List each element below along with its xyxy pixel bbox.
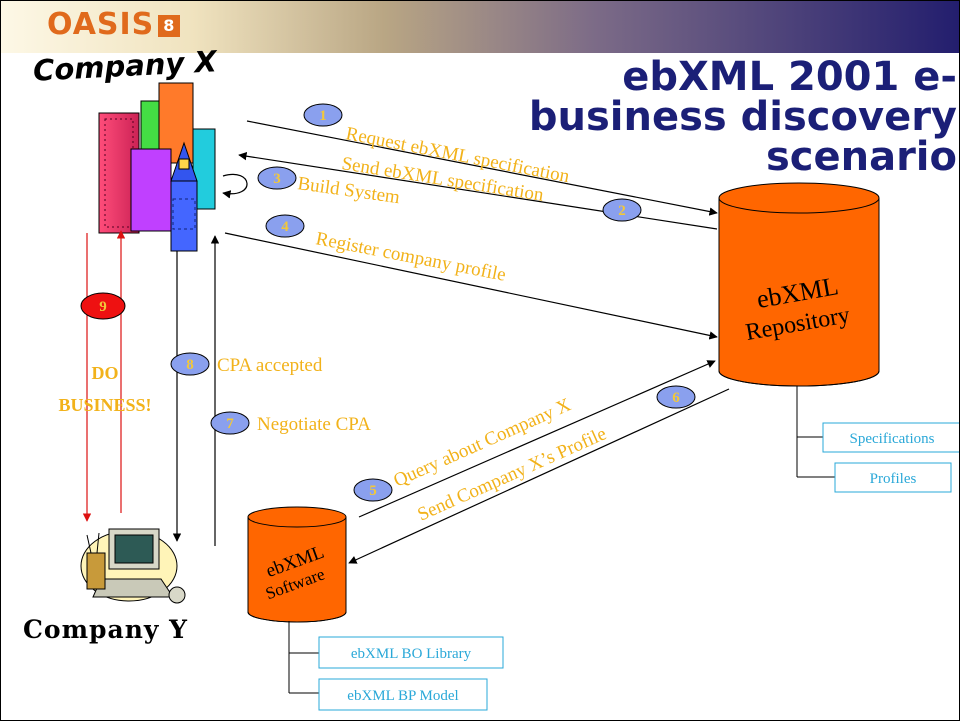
title-line-1: ebXML 2001 e-: [622, 54, 957, 100]
software-item-box-2: [318, 678, 488, 711]
repository-item-1: Specifications: [850, 431, 935, 447]
svg-text:6: 6: [672, 390, 680, 406]
repository-tree-connector: [796, 386, 835, 478]
step-1-badge: 1: [303, 103, 343, 127]
svg-text:5: 5: [369, 483, 377, 499]
svg-text:7: 7: [226, 416, 234, 432]
step-9-label-line2: BUSINESS!: [58, 395, 151, 415]
step-7-label: Negotiate CPA: [257, 414, 371, 435]
step-6-badge: 6: [656, 385, 696, 409]
company-y-label: Company Y: [23, 615, 188, 644]
ebxml-software-cylinder: [247, 506, 347, 623]
logo-text: OASIS: [47, 7, 155, 42]
svg-text:9: 9: [99, 299, 107, 315]
step-8-badge: 8: [170, 352, 210, 376]
svg-text:4: 4: [281, 219, 289, 235]
step-2-badge: 2: [602, 198, 642, 222]
company-x-buildings-icon: [98, 82, 216, 252]
title-line-2: business discovery: [528, 94, 957, 140]
svg-text:2: 2: [618, 203, 626, 219]
ebxml-repository-cylinder: [718, 182, 880, 387]
software-item-2: ebXML BP Model: [347, 688, 458, 704]
step-5-badge: 5: [353, 478, 393, 502]
arrow-register-profile: [224, 232, 718, 340]
logo-mark-icon: 8: [158, 15, 181, 37]
svg-text:8: 8: [186, 357, 194, 373]
arrow-build-system: [222, 173, 248, 199]
step-8-label: CPA accepted: [217, 355, 323, 376]
software-item-1: ebXML BO Library: [351, 646, 472, 662]
company-y-computer-icon: [80, 528, 186, 604]
step-9-badge: 9: [80, 292, 126, 320]
step-4-badge: 4: [265, 214, 305, 238]
arrow-query: [358, 360, 716, 518]
software-item-box-1: [318, 636, 504, 669]
step-4-label: Register company profile: [314, 228, 508, 285]
slide-title: ebXML 2001 e- business discovery scenari…: [397, 57, 957, 177]
repository-item-2: Profiles: [870, 471, 917, 487]
step-9-label-line1: DO: [92, 363, 119, 383]
title-line-3: scenario: [765, 134, 957, 180]
arrow-send-profile: [348, 388, 730, 564]
repository-item-box-2: [834, 462, 952, 493]
svg-text:1: 1: [319, 108, 327, 124]
svg-text:3: 3: [273, 171, 281, 187]
step-7-badge: 7: [210, 411, 250, 435]
arrow-request-spec: [246, 120, 718, 216]
software-tree-connector: [288, 621, 319, 694]
repository-item-box-1: [822, 422, 959, 453]
step-3-badge: 3: [257, 166, 297, 190]
